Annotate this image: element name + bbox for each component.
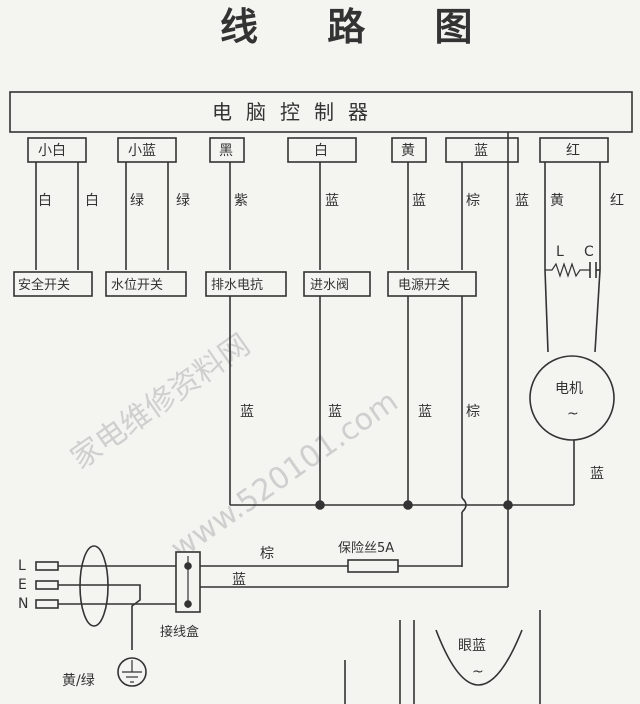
wire-label-brown-lower: 棕 (466, 404, 480, 420)
wire-label-blue-mains: 蓝 (232, 572, 246, 588)
drain-valve-label: 排水电抗 (211, 278, 263, 293)
fuse-label: 保险丝5A (338, 541, 394, 556)
wire-label-blue-motor: 蓝 (590, 466, 604, 482)
capacitor-c-label: C (584, 244, 594, 260)
upper-wires (35, 132, 601, 505)
connector-tab-small-white (27, 137, 87, 163)
motor-symbol: ~ (567, 406, 579, 422)
wire-label-brown-mains: 棕 (260, 546, 274, 562)
watermark-text-1: 家电维修资料网 (65, 327, 257, 476)
controller-label: 电脑控制器 (212, 100, 382, 124)
connector-label-small-white: 小白 (38, 143, 66, 159)
partial-component-symbol: ~ (472, 664, 484, 680)
connector-label-yellow: 黄 (401, 142, 415, 159)
wire-label-white-1: 白 (38, 193, 52, 209)
connector-label-small-blue: 小蓝 (128, 143, 156, 159)
wire-label-blue-inlet: 蓝 (325, 193, 339, 209)
wire-label-blue-drain-lower: 蓝 (240, 404, 254, 420)
fuse-symbol (347, 559, 399, 573)
wire-label-brown-upper: 棕 (466, 193, 480, 209)
safety-switch-label: 安全开关 (18, 277, 70, 293)
mains-l-label: L (18, 558, 26, 574)
plug-pin-l (35, 561, 59, 571)
wire-label-blue-power: 蓝 (412, 193, 426, 209)
connector-label-black: 黑 (219, 143, 233, 159)
wire-label-white-2: 白 (85, 193, 99, 209)
controller-box (9, 91, 633, 133)
power-switch-box (387, 271, 477, 297)
wire-label-yellow: 黄 (550, 192, 564, 209)
drain-valve-box (205, 271, 287, 297)
earth-label: 黄/绿 (62, 672, 95, 689)
connector-tab-yellow (391, 137, 427, 163)
motor-circle (529, 355, 615, 441)
partial-component-label: 眼蓝 (458, 638, 486, 654)
connector-tab-red (539, 137, 609, 163)
inlet-valve-label: 进水阀 (310, 278, 349, 293)
earth-wire (58, 584, 141, 650)
wire-label-purple: 紫 (234, 193, 248, 209)
safety-switch-box (13, 271, 93, 297)
connector-label-red: 红 (566, 143, 580, 159)
connector-tab-white (287, 137, 357, 163)
component-row: 安全开关 水位开关 排水电抗 进水阀 电源开关 (13, 271, 477, 297)
connector-tab-black (209, 137, 245, 163)
cable-sheath (79, 545, 109, 627)
junction-terminal-2 (184, 600, 192, 608)
junction-dot-2 (403, 500, 413, 510)
inductor-symbol (545, 262, 590, 278)
earth-symbol-circle (117, 657, 147, 687)
plug-pin-n (35, 599, 59, 609)
water-level-switch-box (105, 271, 187, 297)
inlet-valve-box (303, 271, 371, 297)
mains-n-label: N (18, 596, 28, 612)
connector-label-blue: 蓝 (474, 143, 488, 159)
junction-dot-1 (315, 500, 325, 510)
wire-crossover (461, 497, 467, 513)
watermark-text-2: www.520101.com (165, 384, 405, 567)
power-switch-label: 电源开关 (398, 278, 450, 293)
capacitor-l-label: L (556, 244, 564, 260)
connector-tab-small-blue (117, 137, 177, 163)
connector-tabs: 小白 小蓝 黑 白 黄 蓝 红 (27, 137, 609, 163)
water-level-switch-label: 水位开关 (111, 278, 163, 293)
lower-wires (229, 296, 463, 505)
connector-label-white: 白 (314, 143, 328, 159)
diagram-title: 线 路 图 (220, 5, 500, 49)
motor-label: 电机 (555, 381, 583, 397)
wire-label-blue-power-lower: 蓝 (418, 404, 432, 420)
wire-label-green-2: 绿 (176, 193, 190, 209)
junction-box-label: 接线盒 (160, 624, 199, 640)
plug-pin-e (35, 580, 59, 590)
mains-e-label: E (18, 577, 27, 593)
connector-tab-blue (445, 137, 519, 163)
wire-label-red: 红 (610, 193, 624, 209)
wire-label-green-1: 绿 (130, 193, 144, 209)
wire-label-blue-common: 蓝 (515, 193, 529, 209)
wire-label-blue-inlet-lower: 蓝 (328, 404, 342, 420)
junction-terminal-1 (184, 562, 192, 570)
partial-component-outline (435, 629, 523, 686)
